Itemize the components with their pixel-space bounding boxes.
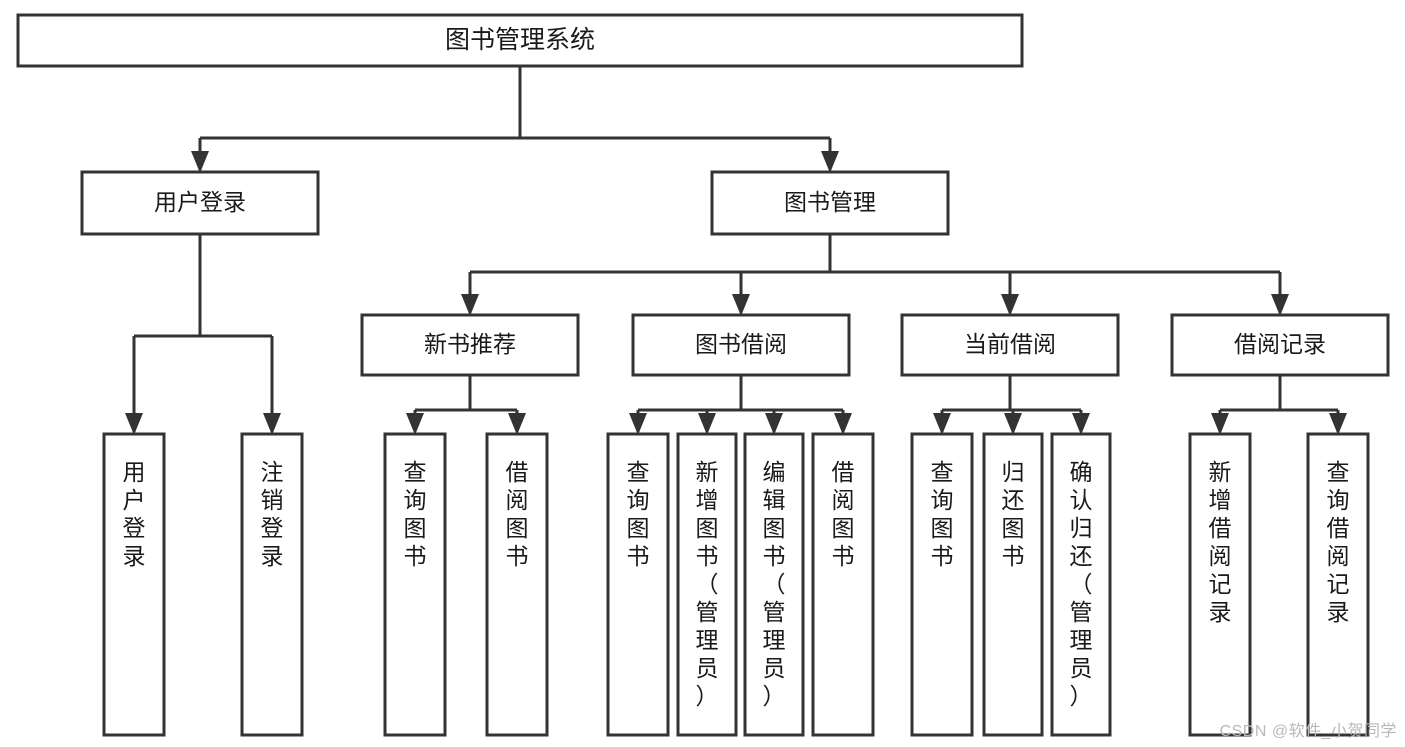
leaf-node-leaf-query-book-1[interactable]: 查询图书: [383, 432, 447, 737]
node-box[interactable]: [606, 432, 670, 737]
arrow-head-icon: [1329, 413, 1347, 435]
node-box[interactable]: [240, 432, 304, 737]
node-label: 新书推荐: [424, 331, 516, 357]
node-label: 图书管理系统: [445, 26, 595, 54]
node-box[interactable]: [102, 432, 166, 737]
node-box[interactable]: [16, 13, 1024, 68]
node-box[interactable]: [710, 170, 950, 236]
node-box[interactable]: [900, 313, 1120, 377]
arrow-head-icon: [1001, 294, 1019, 316]
leaf-node-leaf-query-book-2[interactable]: 查询图书: [606, 432, 670, 737]
node-box[interactable]: [80, 170, 320, 236]
node-label: 注销登录: [261, 459, 284, 569]
arrow-head-icon: [629, 413, 647, 435]
arrow-head-icon: [263, 413, 281, 435]
arrow-head-icon: [508, 413, 526, 435]
arrow-head-icon: [821, 151, 839, 173]
leaf-node-leaf-return-book[interactable]: 归还图书: [982, 432, 1044, 737]
node-label: 查询图书: [931, 459, 954, 569]
leaf-node-leaf-confirm-return[interactable]: 确认归还（管理员）: [1050, 432, 1112, 737]
node-label: 借阅记录: [1234, 331, 1326, 357]
arrow-head-icon: [933, 413, 951, 435]
node-label: 查询图书: [404, 459, 427, 569]
arrow-head-icon: [125, 413, 143, 435]
node-label: 查询借阅记录: [1327, 459, 1350, 625]
node-box[interactable]: [676, 432, 738, 737]
node-box[interactable]: [360, 313, 580, 377]
arrow-head-icon: [406, 413, 424, 435]
node-label: 新增图书（管理员）: [696, 459, 719, 709]
leaf-node-leaf-query-record[interactable]: 查询借阅记录: [1306, 432, 1370, 737]
node-box[interactable]: [811, 432, 875, 737]
level1-node-user-login[interactable]: 用户登录: [80, 170, 320, 236]
leaf-node-leaf-user-logout[interactable]: 注销登录: [240, 432, 304, 737]
node-label: 用户登录: [154, 189, 246, 215]
level2-node-book-borrow[interactable]: 图书借阅: [631, 313, 851, 377]
node-label: 当前借阅: [964, 331, 1056, 357]
arrow-head-icon: [1271, 294, 1289, 316]
node-box[interactable]: [383, 432, 447, 737]
level1-node-book-manage[interactable]: 图书管理: [710, 170, 950, 236]
node-label: 查询图书: [627, 459, 650, 569]
arrow-head-icon: [1004, 413, 1022, 435]
leaf-node-leaf-query-book-3[interactable]: 查询图书: [910, 432, 974, 737]
root-node-root[interactable]: 图书管理系统: [16, 13, 1024, 68]
leaf-node-leaf-borrow-book-2[interactable]: 借阅图书: [811, 432, 875, 737]
node-label: 确认归还（管理员）: [1070, 459, 1093, 709]
level2-node-current-borrow[interactable]: 当前借阅: [900, 313, 1120, 377]
leaf-node-leaf-edit-book[interactable]: 编辑图书（管理员）: [743, 432, 805, 737]
watermark-text: CSDN @软件_小贺同学: [1219, 723, 1397, 740]
node-label: 归还图书: [1002, 459, 1025, 569]
node-layer: 图书管理系统用户登录图书管理新书推荐图书借阅当前借阅借阅记录用户登录注销登录查询…: [16, 13, 1390, 737]
node-box[interactable]: [1188, 432, 1252, 737]
node-label: 借阅图书: [832, 459, 855, 569]
level2-node-new-book-recommend[interactable]: 新书推荐: [360, 313, 580, 377]
arrow-head-icon: [732, 294, 750, 316]
connector-layer: [125, 66, 1347, 435]
arrow-head-icon: [698, 413, 716, 435]
leaf-node-leaf-borrow-book-1[interactable]: 借阅图书: [485, 432, 549, 737]
node-box[interactable]: [1050, 432, 1112, 737]
node-label: 用户登录: [123, 459, 146, 569]
leaf-node-leaf-add-book[interactable]: 新增图书（管理员）: [676, 432, 738, 737]
level2-node-borrow-record[interactable]: 借阅记录: [1170, 313, 1390, 377]
node-box[interactable]: [982, 432, 1044, 737]
arrow-head-icon: [834, 413, 852, 435]
arrow-head-icon: [765, 413, 783, 435]
node-label: 编辑图书（管理员）: [763, 459, 786, 709]
leaf-node-leaf-add-record[interactable]: 新增借阅记录: [1188, 432, 1252, 737]
leaf-node-leaf-user-login[interactable]: 用户登录: [102, 432, 166, 737]
node-label: 图书借阅: [695, 331, 787, 357]
node-box[interactable]: [631, 313, 851, 377]
node-label: 借阅图书: [506, 459, 529, 569]
arrow-head-icon: [1211, 413, 1229, 435]
arrow-head-icon: [461, 294, 479, 316]
arrow-head-icon: [191, 151, 209, 173]
arrow-head-icon: [1072, 413, 1090, 435]
node-label: 图书管理: [784, 189, 876, 215]
node-box[interactable]: [910, 432, 974, 737]
node-box[interactable]: [485, 432, 549, 737]
node-box[interactable]: [1306, 432, 1370, 737]
node-label: 新增借阅记录: [1209, 459, 1232, 625]
node-box[interactable]: [1170, 313, 1390, 377]
node-box[interactable]: [743, 432, 805, 737]
